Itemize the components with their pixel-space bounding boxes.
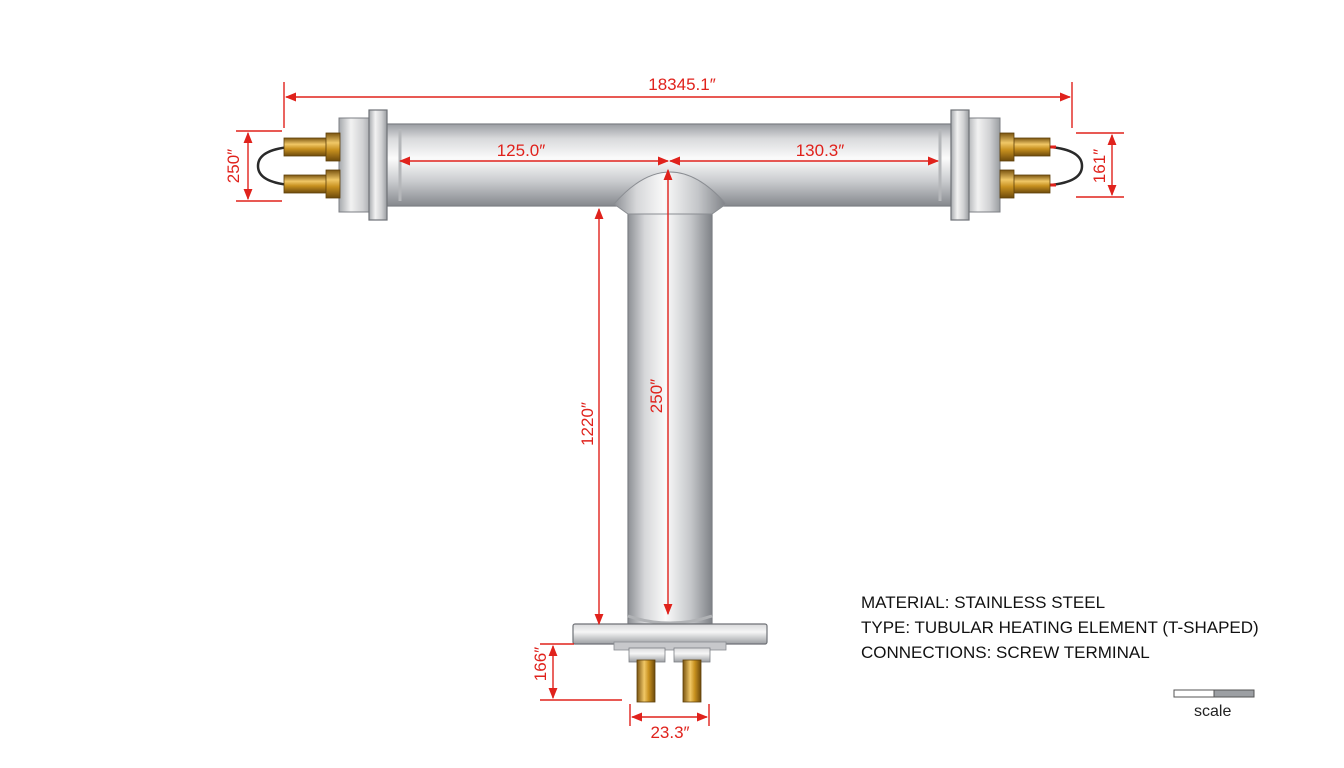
stem-tube [613,171,727,625]
right-terminals [999,132,1084,199]
scale-bar [1173,689,1255,698]
scale-label: scale [1194,703,1232,720]
left-terminals [256,132,341,199]
flange-height-label: 166″ [531,647,550,681]
terminal-nut-icon [325,132,341,162]
terminal-screw-icon [636,659,656,703]
bottom-terminals [628,647,711,703]
right-end-cap [950,109,1001,221]
terminal-spacing-label: 23.3″ [650,723,689,742]
terminal-nut-icon [999,169,1015,199]
spec-material: MATERIAL: STAINLESS STEEL [861,593,1106,612]
terminal-nut-icon [325,169,341,199]
left-wire-loop [256,145,291,187]
stem-length-label: 1220″ [578,402,597,446]
right-end-height-label: 161″ [1090,149,1109,183]
left-span-label: 125.0″ [497,141,546,160]
bottom-flange [572,623,768,651]
terminal-nut-icon [999,132,1015,162]
stem-weld-seam [627,614,713,625]
spec-type: TYPE: TUBULAR HEATING ELEMENT (T-SHAPED) [861,618,1259,637]
stem-inner-length-label: 250″ [647,379,666,413]
right-span-label: 130.3″ [796,141,845,160]
terminal-screw-icon [283,174,331,194]
left-end-cap [338,109,388,221]
spec-connections: CONNECTIONS: SCREW TERMINAL [861,643,1150,662]
overall-length-label: 18345.1″ [648,75,715,94]
terminal-screw-icon [283,137,331,157]
left-end-height-label: 250″ [224,149,243,183]
right-wire-loop [1049,145,1084,187]
dimension-lines [236,82,1124,726]
terminal-screw-icon [682,659,702,703]
